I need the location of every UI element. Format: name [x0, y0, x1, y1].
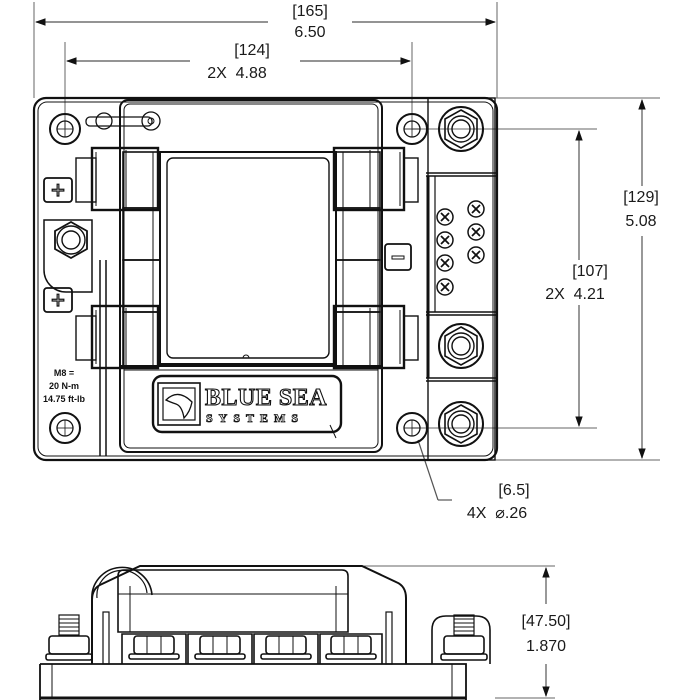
- dimension-overall-width: [165] 6.50: [33, 2, 498, 98]
- hole-spacing-h-imperial: 2X 4.88: [207, 65, 267, 82]
- side-height-metric: [47.50]: [522, 613, 571, 630]
- screw-icon: [436, 231, 454, 249]
- mounting-hole-imperial: 4X ⌀.26: [467, 505, 527, 522]
- mounting-hole-metric: [6.5]: [498, 482, 529, 499]
- mounting-hole-bottom-right: [396, 412, 428, 444]
- negative-stud-bottom: [438, 401, 484, 447]
- fuse-terminal-nuts: [121, 633, 383, 664]
- side-height-imperial: 1.870: [526, 638, 566, 655]
- overall-height-imperial: 5.08: [625, 213, 656, 230]
- latch-right-top: [332, 146, 419, 212]
- dimension-overall-height: [129] 5.08: [495, 97, 660, 461]
- dimension-hole-spacing-horizontal: [124] 2X 4.88: [64, 42, 413, 128]
- negative-stud-middle: [438, 323, 484, 369]
- screw-icon: [436, 208, 454, 226]
- positive-stud-terminal: [43, 219, 93, 293]
- fuse-nut: [253, 633, 319, 664]
- latch-left-bottom: [75, 304, 160, 370]
- side-view: [47.50] 1.870: [39, 565, 571, 700]
- hole-spacing-h-metric: [124]: [234, 42, 270, 59]
- screw-icon: [436, 254, 454, 272]
- dimension-mounting-hole: [6.5] 4X ⌀.26: [417, 439, 530, 522]
- negative-symbol: [384, 243, 412, 271]
- fuse-slots-left: [122, 151, 161, 367]
- screw-icon: [467, 246, 485, 264]
- fuse-nut: [319, 633, 383, 664]
- positive-symbol-label: +: [51, 287, 65, 314]
- hole-spacing-v-metric: [107]: [572, 263, 608, 280]
- positive-symbol-bottom: +: [43, 286, 73, 315]
- positive-symbol-label: +: [51, 177, 65, 204]
- fuse-nut: [121, 633, 187, 664]
- screw-icon: [467, 200, 485, 218]
- brand-line-2: SYSTEMS: [206, 411, 304, 425]
- fuse-nut: [187, 633, 253, 664]
- mounting-hole-top-right: [396, 113, 428, 145]
- wave-logo-icon: [164, 393, 193, 420]
- screw-icon: [467, 223, 485, 241]
- overall-height-metric: [129]: [623, 189, 659, 206]
- side-right-stud: [431, 614, 491, 664]
- brand-line-1: BLUE SEA: [205, 385, 327, 411]
- brand-logo: BLUE SEA SYSTEMS: [151, 374, 343, 439]
- negative-stud-top: [438, 106, 484, 152]
- torque-line-2: 20 N-m: [49, 381, 79, 391]
- base-plate-outline: [32, 96, 499, 462]
- side-left-stud: [45, 614, 93, 661]
- screw-icon: [436, 278, 454, 296]
- negative-bus-bar: [426, 97, 496, 461]
- mounting-hole-bottom-left: [49, 412, 81, 444]
- fuse-slots-right: [335, 151, 381, 367]
- overall-width-metric: [165]: [292, 3, 328, 20]
- top-view: + + M8 = 20 N-m 14.75 ft-lb: [32, 96, 499, 462]
- torque-spec: M8 = 20 N-m 14.75 ft-lb: [43, 368, 86, 404]
- hole-spacing-v-imperial: 2X 4.21: [545, 286, 605, 303]
- bus-screws: [436, 200, 485, 296]
- torque-line-1: M8 =: [54, 368, 74, 378]
- cover-outline: [119, 99, 383, 453]
- mounting-hole-top-left: [49, 113, 81, 145]
- cover-tether: [85, 111, 161, 131]
- label-window: [166, 157, 330, 359]
- overall-width-imperial: 6.50: [294, 24, 325, 41]
- tether-loop: [91, 566, 153, 601]
- latch-right-bottom: [332, 304, 419, 370]
- torque-line-3: 14.75 ft-lb: [43, 394, 86, 404]
- dimension-hole-spacing-vertical: [107] 2X 4.21: [412, 128, 608, 429]
- positive-symbol-top: +: [43, 176, 73, 205]
- latch-left-top: [75, 146, 160, 212]
